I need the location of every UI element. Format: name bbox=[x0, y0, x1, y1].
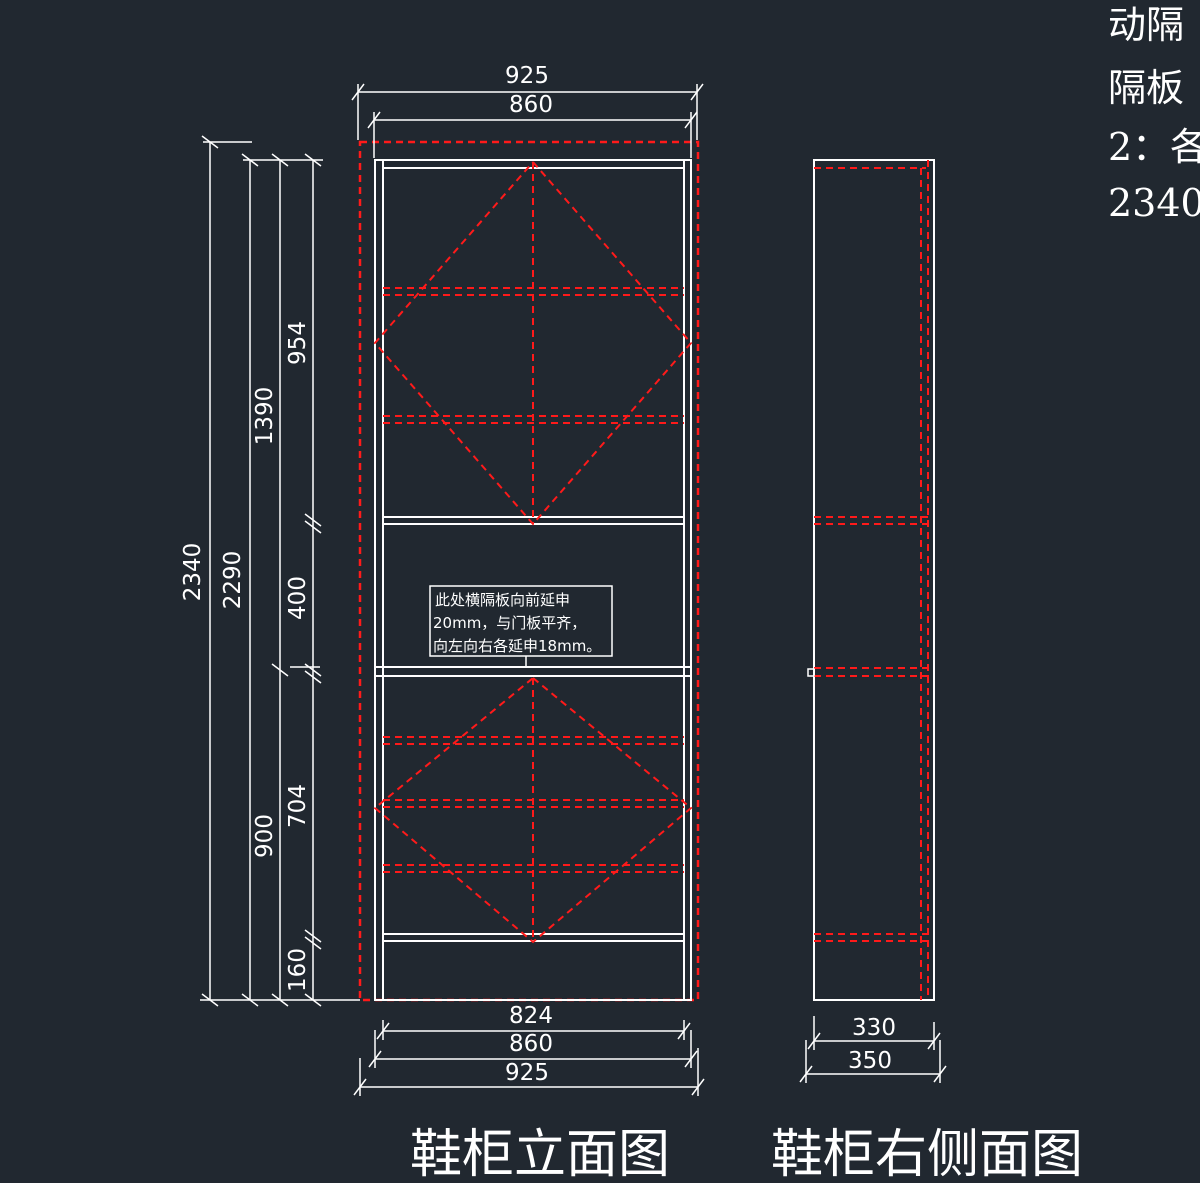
dim-bottom-outer: 925 bbox=[505, 1060, 549, 1086]
shelf-extension-note: 此处横隔板向前延申 20mm，与门板平齐， 向左向右各延申18mm。 bbox=[429, 585, 613, 668]
note-line-2: 20mm，与门板平齐， bbox=[433, 614, 586, 632]
dim-total-height: 2340 bbox=[180, 543, 206, 602]
dim-top-outer: 925 bbox=[505, 63, 549, 89]
cabinet-outline bbox=[374, 159, 692, 1001]
lower-door-swing-diamond bbox=[373, 677, 693, 944]
upper-door-swing-diamond bbox=[373, 161, 693, 526]
dim-seg-middle: 400 bbox=[285, 576, 311, 620]
door-envelope-dashed bbox=[358, 140, 700, 1002]
dim-bottom-mid: 860 bbox=[509, 1031, 553, 1057]
top-dimensions: 925 860 bbox=[351, 63, 704, 158]
dim-body-height: 2290 bbox=[220, 551, 246, 610]
dim-side-inner: 330 bbox=[852, 1015, 896, 1041]
side-elevation: 330 350 鞋柜右侧面图 bbox=[771, 159, 1083, 1183]
corner-note-1: 动隔 bbox=[1108, 3, 1184, 47]
corner-note-3: 2：各 bbox=[1108, 125, 1200, 169]
dim-top-inner: 860 bbox=[509, 92, 553, 118]
dim-lower-zone: 900 bbox=[252, 814, 278, 858]
dim-bottom-inner: 824 bbox=[509, 1003, 553, 1029]
side-outline bbox=[813, 159, 935, 1001]
dim-side-outer: 350 bbox=[848, 1048, 892, 1074]
shelf-extension-stub bbox=[807, 668, 815, 677]
corner-notes: 动隔 隔板 2：各 2340 bbox=[1108, 3, 1200, 225]
note-line-1: 此处横隔板向前延申 bbox=[435, 591, 570, 609]
title-side: 鞋柜右侧面图 bbox=[771, 1125, 1083, 1183]
movable-shelves-dashed bbox=[383, 287, 684, 873]
bottom-dimensions: 824 860 925 bbox=[353, 1003, 705, 1096]
dim-seg-base: 160 bbox=[285, 948, 311, 992]
corner-note-4: 2340 bbox=[1108, 181, 1200, 225]
corner-note-2: 隔板 bbox=[1108, 66, 1184, 110]
note-line-3: 向左向右各延申18mm。 bbox=[433, 637, 601, 655]
left-dimensions: 2340 2290 1390 900 954 bbox=[180, 135, 360, 1007]
title-elevation: 鞋柜立面图 bbox=[410, 1125, 670, 1183]
dim-seg-lower: 704 bbox=[285, 784, 311, 828]
side-dimensions: 330 350 bbox=[799, 1015, 947, 1083]
front-elevation: 此处横隔板向前延申 20mm，与门板平齐， 向左向右各延申18mm。 925 8… bbox=[180, 63, 705, 1183]
dim-seg-upper: 954 bbox=[285, 321, 311, 365]
dim-upper-zone: 1390 bbox=[252, 387, 278, 446]
